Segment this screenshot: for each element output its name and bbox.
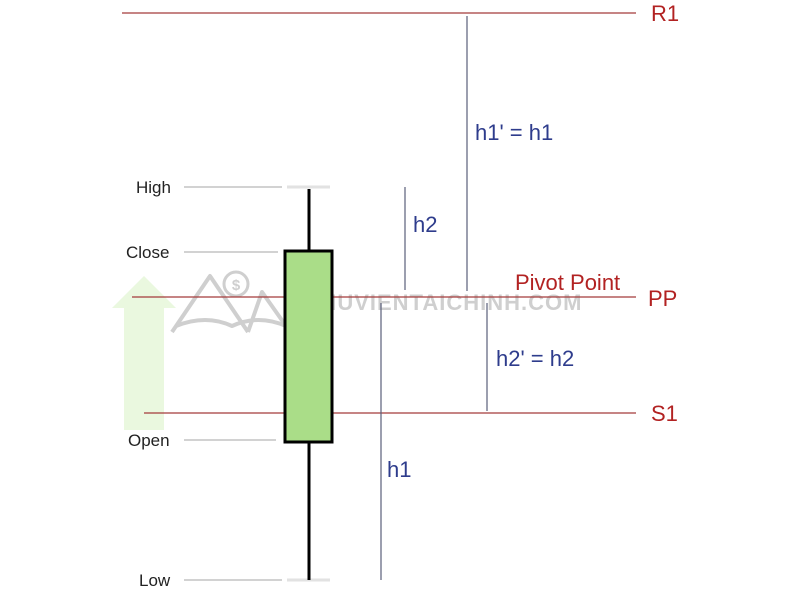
pivot-point-caption: Pivot Point [515, 270, 620, 295]
h1-label: h1 [387, 457, 411, 482]
up-arrow-icon [112, 276, 176, 430]
h2-label: h2 [413, 212, 437, 237]
watermark-text: THUVIENTAICHINH.COM [306, 290, 582, 315]
s1-label: S1 [651, 401, 678, 426]
low-label: Low [139, 571, 171, 590]
pp-label: PP [648, 286, 677, 311]
h2-prime-label: h2' = h2 [496, 346, 574, 371]
h1-prime-label: h1' = h1 [475, 120, 553, 145]
candle-body [283, 249, 334, 444]
watermark-logo-icon: $ [170, 270, 288, 334]
close-label: Close [126, 243, 169, 262]
r1-label: R1 [651, 1, 679, 26]
open-label: Open [128, 431, 170, 450]
svg-text:$: $ [232, 277, 241, 294]
high-label: High [136, 178, 171, 197]
